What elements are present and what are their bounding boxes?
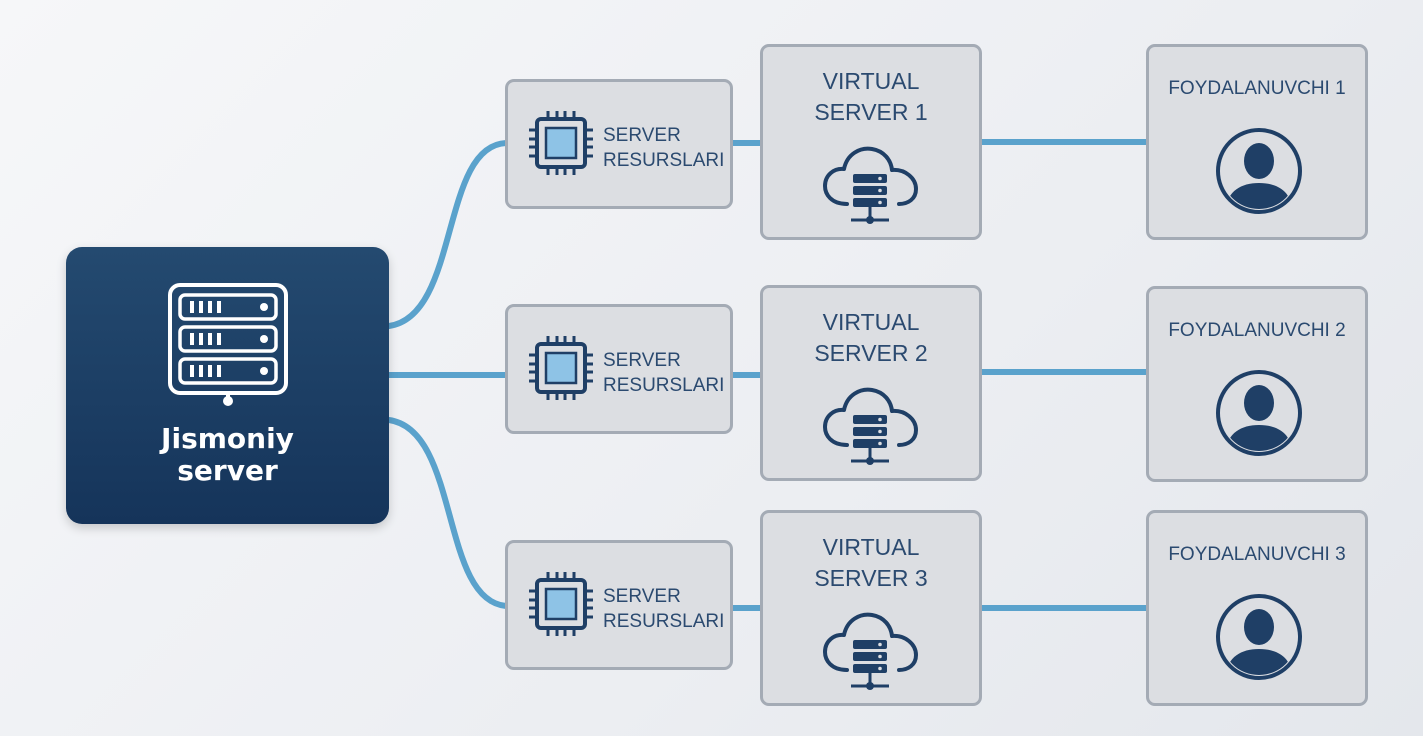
server-resources-node-3: SERVER RESURSLARI — [505, 540, 733, 670]
connector-physical-to-resources-1 — [386, 140, 509, 329]
cloud-server-icon — [823, 387, 918, 465]
user-avatar-icon — [1216, 370, 1302, 456]
cloud-server-icon — [823, 146, 918, 224]
resources-label-line2: RESURSLARI — [603, 375, 725, 396]
cpu-chip-icon — [529, 111, 593, 175]
virtual-server-node-1: VIRTUAL SERVER 1 — [760, 44, 982, 240]
user-avatar-icon — [1216, 128, 1302, 214]
user-node-3: FOYDALANUVCHI 3 — [1146, 510, 1368, 706]
user-label: FOYDALANUVCHI 3 — [1168, 544, 1346, 565]
virtual-server-node-2: VIRTUAL SERVER 2 — [760, 285, 982, 481]
resources-label-line2: RESURSLARI — [603, 150, 725, 171]
connector-physical-to-resources-3 — [386, 417, 509, 609]
resources-label-line1: SERVER — [603, 586, 681, 607]
resources-label-line1: SERVER — [603, 350, 681, 371]
user-label: FOYDALANUVCHI 1 — [1168, 78, 1346, 99]
virtual-server-label-line2: SERVER 2 — [814, 340, 928, 366]
virtual-server-label-line2: SERVER 3 — [814, 565, 928, 591]
virtual-server-label-line1: VIRTUAL — [822, 68, 920, 94]
virtual-server-label-line1: VIRTUAL — [822, 534, 920, 560]
server-resources-node-2: SERVER RESURSLARI — [505, 304, 733, 434]
physical-server-node: Jismoniy server — [66, 247, 389, 524]
server-rack-icon — [168, 283, 288, 406]
user-node-2: FOYDALANUVCHI 2 — [1146, 286, 1368, 482]
server-resources-node-1: SERVER RESURSLARI — [505, 79, 733, 209]
virtual-server-label-line1: VIRTUAL — [822, 309, 920, 335]
cpu-chip-icon — [529, 336, 593, 400]
cloud-server-icon — [823, 612, 918, 690]
physical-server-label-line1: Jismoniy — [161, 422, 294, 455]
physical-server-label-line2: server — [177, 454, 278, 487]
user-label: FOYDALANUVCHI 2 — [1168, 320, 1346, 341]
virtual-server-label-line2: SERVER 1 — [814, 99, 928, 125]
user-node-1: FOYDALANUVCHI 1 — [1146, 44, 1368, 240]
virtual-server-node-3: VIRTUAL SERVER 3 — [760, 510, 982, 706]
cpu-chip-icon — [529, 572, 593, 636]
resources-label-line2: RESURSLARI — [603, 611, 725, 632]
resources-label-line1: SERVER — [603, 125, 681, 146]
user-avatar-icon — [1216, 594, 1302, 680]
